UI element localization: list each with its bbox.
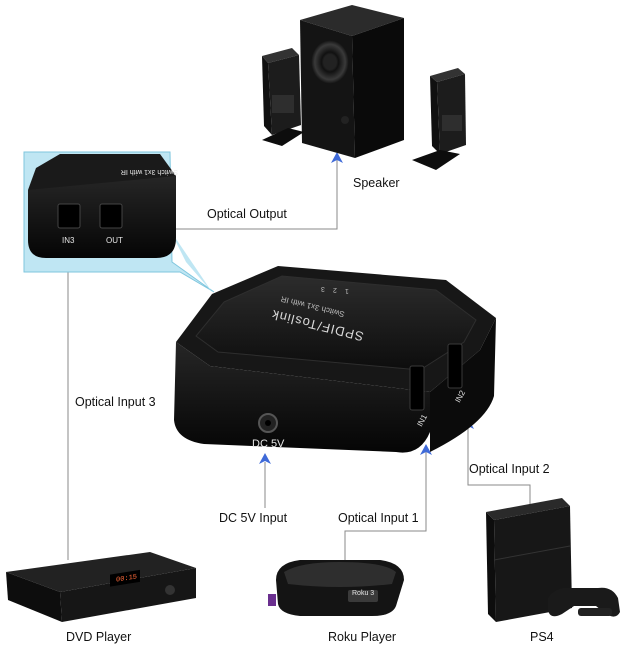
optical-input-1-label: Optical Input 1: [338, 511, 419, 525]
dvd-player-image: [6, 552, 196, 622]
roku-badge-bg: [348, 590, 378, 602]
arrow-to-dc: [259, 453, 271, 464]
arrow-to-in1: [420, 444, 432, 455]
arrow-to-speaker: [331, 152, 343, 163]
in3-label: IN3: [62, 236, 75, 245]
svg-text:Switch 3x1 with IR: Switch 3x1 with IR: [121, 168, 178, 175]
optical-output-label: Optical Output: [207, 207, 287, 221]
roku-badge: Roku 3: [352, 590, 375, 597]
ps4-image: [486, 498, 620, 622]
speaker-image: [262, 5, 466, 170]
switch-box: [174, 266, 496, 453]
out-port: [99, 203, 123, 229]
roku-player-image: [268, 560, 404, 616]
in1-port: [409, 365, 425, 411]
out-label: OUT: [106, 236, 123, 245]
ps4-label: PS4: [530, 630, 554, 644]
speaker-label: Speaker: [353, 176, 400, 190]
optical-output-line: [128, 160, 338, 230]
optical-input-2-line: [467, 426, 531, 508]
optical-input-2-label: Optical Input 2: [469, 462, 550, 476]
in3-port: [57, 203, 81, 229]
switch-channel-1: 1: [345, 287, 349, 294]
dvd-player-label: DVD Player: [66, 630, 132, 644]
optical-input-1-line: [344, 452, 427, 563]
dc-input-label: DC 5V Input: [219, 511, 288, 525]
switch-channel-3: 3: [321, 285, 325, 292]
zoom-panel: Switch 3x1 with IR: [23, 151, 215, 293]
roku-player-label: Roku Player: [328, 630, 397, 644]
in2-port: [447, 343, 463, 389]
dc-port-label: DC 5V: [252, 438, 285, 450]
switch-channel-2: 2: [333, 286, 337, 293]
optical-input-3-label: Optical Input 3: [75, 395, 156, 409]
connector-lines: [67, 160, 531, 563]
